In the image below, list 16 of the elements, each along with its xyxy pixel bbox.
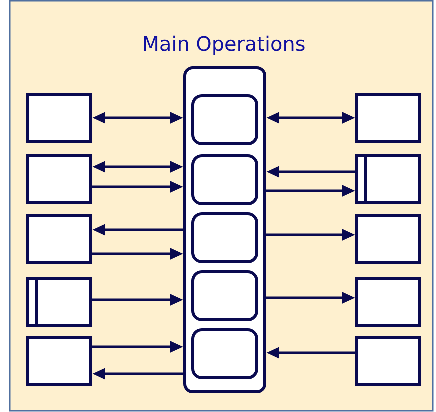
empty-box bbox=[26, 154, 92, 204]
rounded-box bbox=[192, 94, 258, 146]
rounded-box bbox=[192, 154, 258, 206]
empty-box bbox=[26, 94, 92, 144]
empty-box bbox=[26, 336, 92, 386]
empty-box bbox=[356, 277, 422, 327]
rounded-box bbox=[192, 328, 258, 380]
empty-box bbox=[356, 94, 422, 144]
title: Main Operations bbox=[144, 36, 305, 56]
empty-box bbox=[26, 214, 92, 264]
rounded-box bbox=[192, 212, 258, 264]
empty-box bbox=[356, 336, 422, 386]
empty-box bbox=[356, 214, 422, 264]
empty-box bbox=[26, 277, 92, 327]
empty-box bbox=[356, 154, 422, 204]
rounded-box bbox=[192, 270, 258, 322]
